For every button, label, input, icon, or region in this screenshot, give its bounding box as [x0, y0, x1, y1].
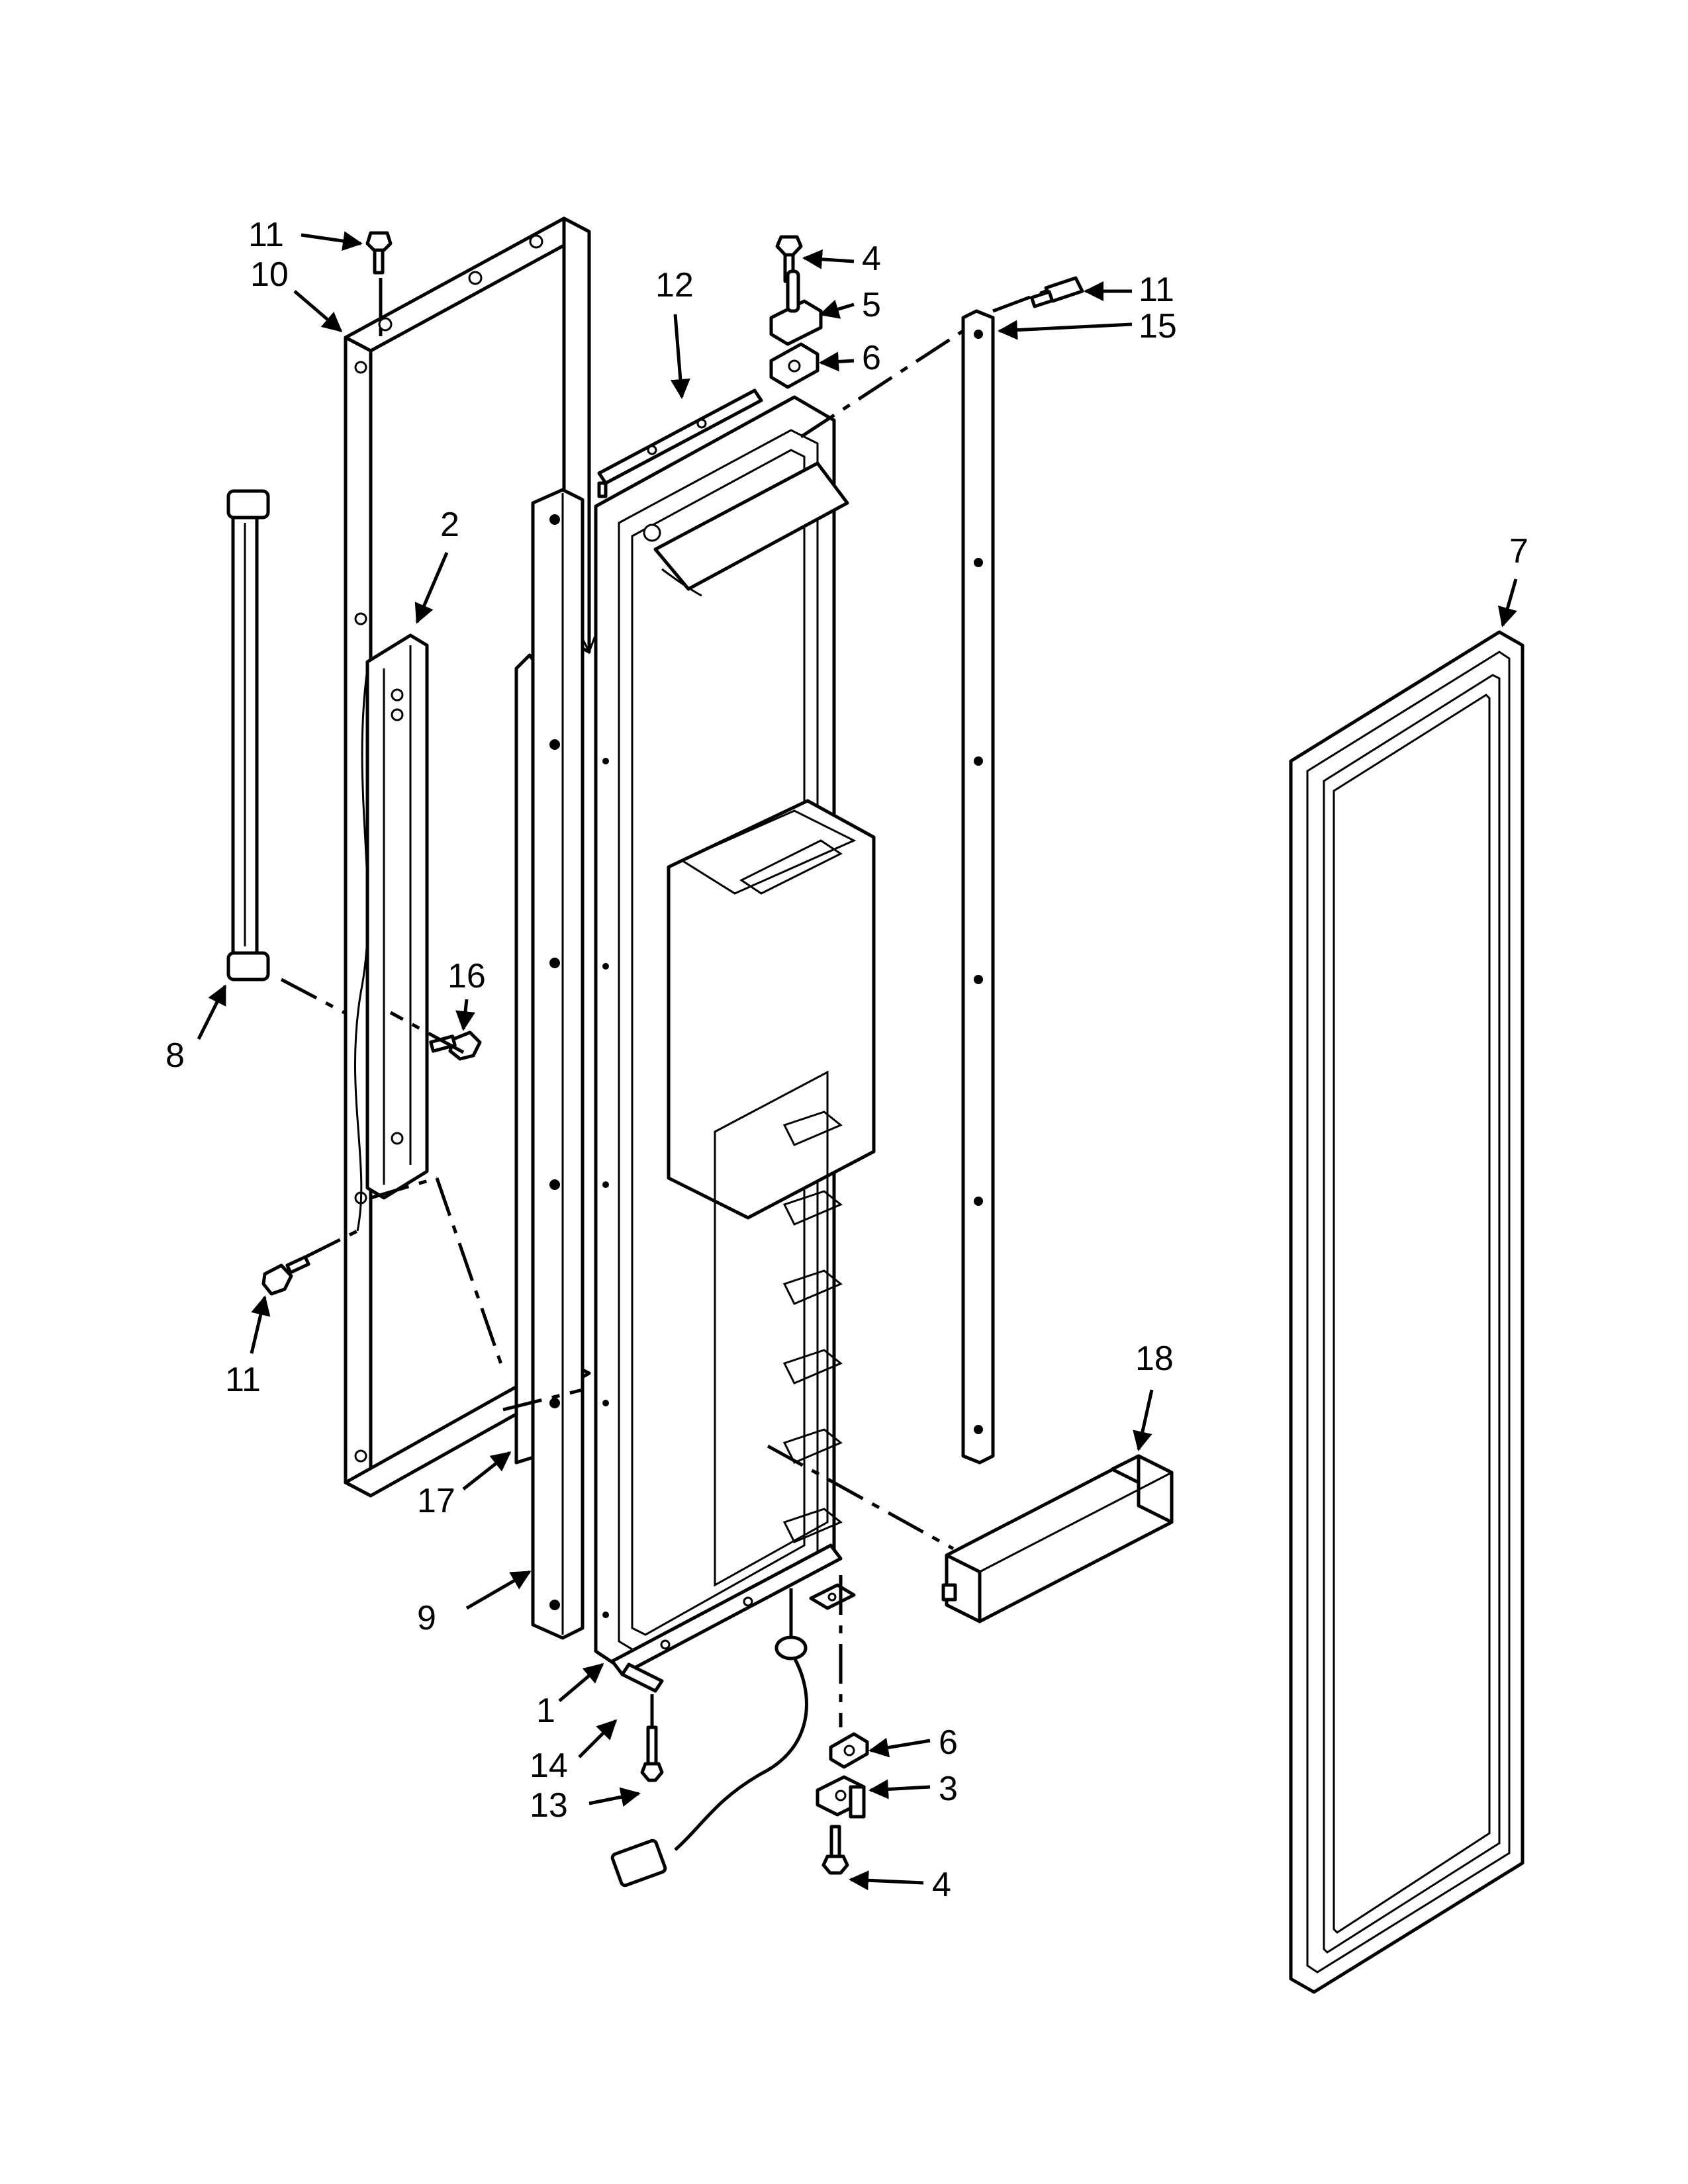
part-7-door-gasket [1289, 630, 1524, 1994]
part-6-shim-top [769, 342, 820, 389]
callout-2: 2 [440, 506, 459, 544]
part-6-shim-bottom [829, 1732, 869, 1769]
callout-11-top-left: 11 [248, 216, 284, 254]
part-11-screw-right [1030, 276, 1084, 308]
part-5-hinge-top [769, 269, 823, 346]
callout-13: 13 [530, 1786, 568, 1825]
callout-14: 14 [530, 1747, 568, 1785]
callout-labels: 11 10 4 12 5 6 11 15 2 7 16 8 11 18 17 9… [165, 216, 1528, 1904]
part-18-door-bin [941, 1454, 1174, 1623]
alignment-lines [280, 278, 1047, 1727]
part-16-screw [429, 1030, 482, 1061]
callout-11-right: 11 [1139, 271, 1174, 309]
part-2-bracket [353, 633, 429, 1232]
callout-16: 16 [447, 957, 486, 995]
callout-18: 18 [1135, 1340, 1174, 1378]
callout-17: 17 [417, 1482, 455, 1520]
part-15-side-rail [961, 309, 995, 1465]
top-hinge-hardware [769, 235, 823, 389]
callout-6-top: 6 [862, 339, 881, 377]
cubby-rack [782, 1111, 843, 1543]
callout-12: 12 [655, 266, 694, 304]
part-4-screw-bottom [821, 1825, 849, 1875]
part-13-screw-bottom [640, 1725, 664, 1782]
callout-6-bottom: 6 [939, 1723, 958, 1762]
water-line-harness [610, 1588, 808, 1888]
callout-1: 1 [536, 1692, 555, 1730]
callout-3: 3 [939, 1770, 958, 1808]
callout-9: 9 [417, 1599, 436, 1637]
part-9-rail [531, 488, 585, 1640]
part-11-screw-lower-left [261, 1255, 310, 1296]
callout-4-top: 4 [862, 240, 881, 278]
bottom-hinge-plate [809, 1583, 856, 1610]
part-11-screw-top-left [365, 231, 393, 275]
callout-4-bottom: 4 [932, 1866, 951, 1904]
callout-7: 7 [1509, 532, 1528, 570]
callout-8: 8 [165, 1036, 185, 1075]
part-8-tube [226, 489, 270, 981]
part-12-top-channel [597, 388, 763, 498]
callout-10: 10 [250, 255, 289, 294]
callout-5: 5 [862, 286, 881, 324]
callout-15: 15 [1139, 307, 1177, 345]
leader-arrows [197, 231, 1518, 1891]
part-14-bottom-channel [610, 1543, 843, 1693]
callout-11-lower-left: 11 [225, 1361, 261, 1399]
part-3-hinge-bottom [816, 1775, 866, 1819]
